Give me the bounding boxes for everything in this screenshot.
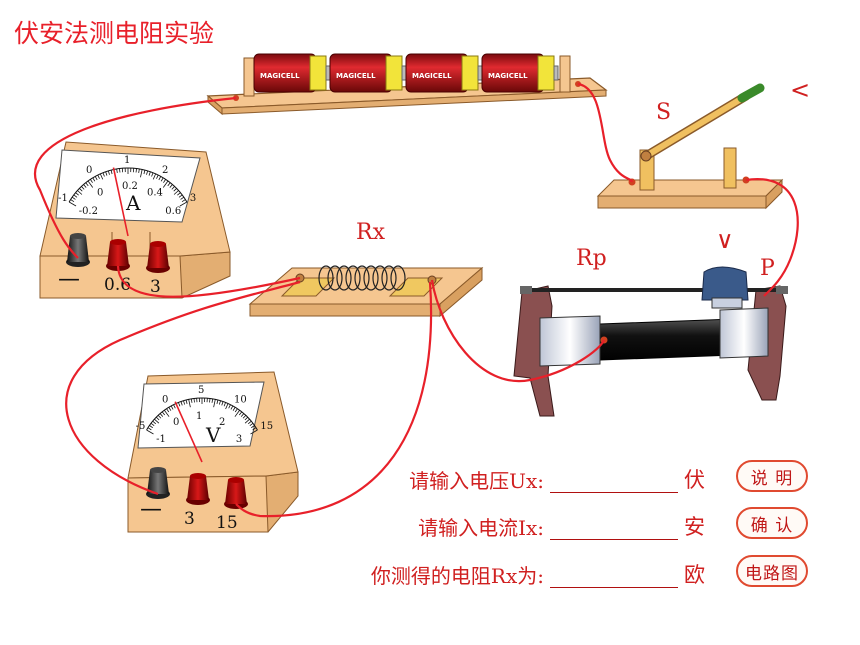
switch-handle-icon: [737, 83, 765, 103]
scale-lower-tick: -0.2: [79, 206, 98, 217]
voltage-unit: 伏: [684, 468, 705, 492]
wires: [33, 82, 799, 518]
page-title: 伏安法测电阻实验: [14, 19, 215, 48]
voltmeter-terminal-negative[interactable]: [146, 467, 170, 499]
scale-upper-tick: 10: [234, 395, 247, 406]
battery-brand-label: MAGICELL: [488, 72, 528, 80]
scale-upper-tick: 1: [124, 155, 130, 166]
scale-upper-tick: 5: [198, 385, 204, 396]
confirm-button[interactable]: 确 认: [736, 507, 808, 539]
label-switch: S: [656, 100, 672, 125]
battery-cell: MAGICELL: [329, 53, 407, 93]
ammeter-needle: [112, 167, 129, 237]
scale-lower-tick: 0.6: [165, 206, 181, 217]
voltmeter-terminal-label-3: 3: [184, 509, 195, 529]
move-slider-down-arrow-icon[interactable]: ∨: [716, 226, 734, 254]
wire-rx-voltmeter-15: [235, 281, 433, 518]
rheostat-slider[interactable]: [701, 266, 749, 309]
ammeter-terminal-label-neg: —: [58, 267, 80, 292]
ammeter-terminal-label-3: 3: [150, 277, 161, 297]
knife-switch[interactable]: [596, 83, 784, 210]
wire-ammeter-rx: [116, 265, 301, 298]
ammeter-terminal-label-0.6: 0.6: [104, 275, 131, 295]
scale-lower-tick: -1: [156, 434, 166, 445]
wire-rx-rheostat: [430, 279, 606, 383]
scale-upper-tick: -5: [136, 421, 146, 432]
wire-switch-slider: [745, 178, 799, 297]
scale-upper-tick: 2: [162, 165, 168, 176]
scale-lower-tick: 0: [173, 417, 179, 428]
scale-upper-tick: 0: [86, 165, 92, 176]
battery-brand-label: MAGICELL: [412, 72, 452, 80]
resistance-output[interactable]: [550, 563, 678, 588]
wire-battery-switch: [577, 82, 634, 183]
ammeter-terminal-3[interactable]: [146, 241, 170, 273]
resistance-unit: 欧: [684, 563, 705, 587]
scale-lower-tick: 0.2: [122, 181, 138, 192]
battery-cell: MAGICELL: [405, 53, 483, 93]
voltmeter-terminal-label-15: 15: [216, 513, 238, 533]
battery-brand-label: MAGICELL: [260, 72, 300, 80]
scale-upper-tick: -1: [58, 193, 68, 204]
battery-brand-label: MAGICELL: [336, 72, 376, 80]
current-unit: 安: [684, 515, 705, 539]
voltmeter-terminal-label-neg: —: [140, 497, 162, 522]
ammeter-terminal-negative[interactable]: [66, 233, 90, 267]
voltmeter-terminal-3[interactable]: [186, 473, 210, 505]
wire-voltmeter-rx: [65, 280, 301, 496]
ammeter-symbol: A: [125, 191, 141, 215]
scale-upper-tick: 3: [190, 193, 196, 204]
wire-battery-ammeter: [33, 96, 237, 259]
scale-lower-tick: 2: [219, 417, 225, 428]
label-slider: P: [760, 256, 775, 281]
scale-upper-tick: 15: [260, 421, 273, 432]
scale-upper-tick: 0: [162, 395, 168, 406]
voltmeter-terminal-15[interactable]: [224, 477, 248, 509]
resistor-rx: [248, 265, 484, 318]
scale-lower-tick: 3: [236, 434, 242, 445]
circuit-diagram-button[interactable]: 电路图: [736, 555, 808, 587]
scale-lower-tick: 0: [97, 188, 103, 199]
battery-pack: MAGICELL MAGICELL MAGICELL MAGICELL: [206, 53, 608, 116]
battery-cell: MAGICELL: [253, 53, 331, 93]
rheostat-rp: [513, 266, 788, 417]
current-input[interactable]: [550, 515, 678, 540]
battery-cell: MAGICELL: [481, 53, 559, 93]
scale-lower-tick: 0.4: [147, 188, 163, 199]
voltage-prompt: 请输入电压Ux:: [409, 469, 544, 493]
label-rx: Rx: [356, 220, 385, 245]
voltage-input[interactable]: [550, 468, 678, 493]
voltmeter-needle: [174, 401, 203, 463]
move-slider-left-arrow-icon[interactable]: <: [790, 76, 811, 104]
current-prompt: 请输入电流Ix:: [418, 516, 544, 540]
explain-button[interactable]: 说 明: [736, 460, 808, 492]
scale-lower-tick: 1: [196, 411, 202, 422]
label-rp: Rp: [576, 246, 607, 271]
resistance-prompt: 你测得的电阻Rx为:: [370, 564, 544, 588]
voltmeter-symbol: V: [205, 423, 221, 447]
